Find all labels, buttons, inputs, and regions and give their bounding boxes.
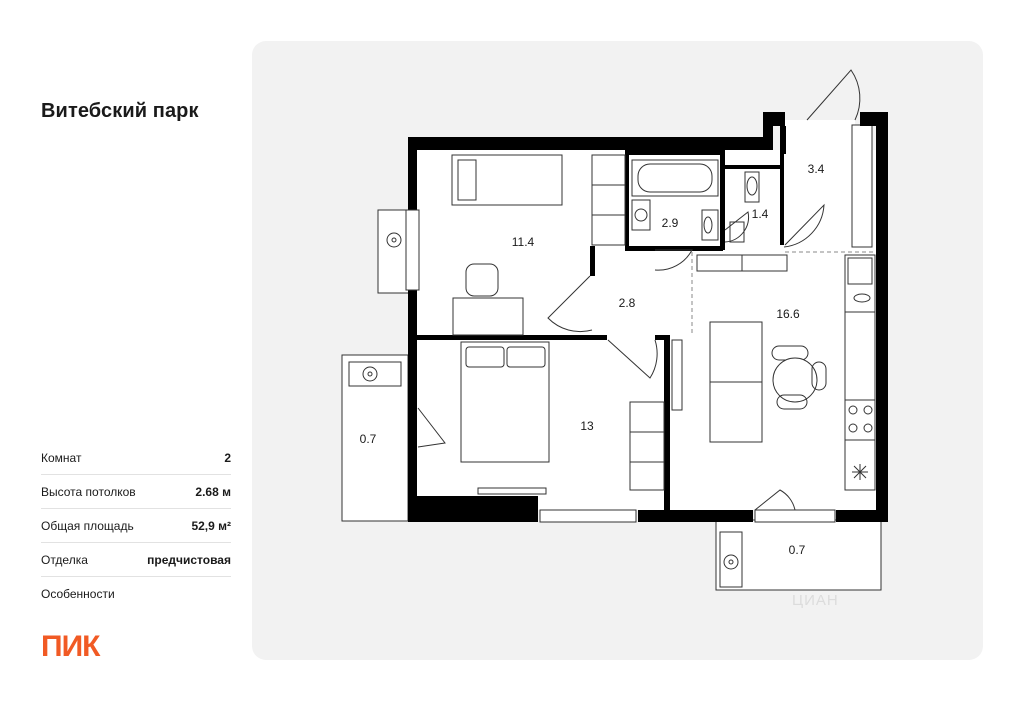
spec-label: Особенности bbox=[41, 586, 115, 601]
bedroom-large-furniture bbox=[460, 341, 665, 495]
room-area-entry: 3.4 bbox=[808, 162, 825, 176]
room-area-bathroom: 2.9 bbox=[662, 216, 679, 230]
kitchen-living-furniture bbox=[671, 254, 876, 491]
spec-value: 2 bbox=[224, 450, 231, 465]
room-area-hall: 2.8 bbox=[619, 296, 636, 310]
spec-label: Отделка bbox=[41, 552, 88, 567]
room-area-loggia-bottom: 0.7 bbox=[789, 543, 806, 557]
spec-rooms: Комнат 2 bbox=[41, 441, 231, 475]
pik-logo: ПИК bbox=[41, 630, 100, 663]
project-title: Витебский парк bbox=[41, 100, 199, 122]
spec-features: Особенности bbox=[41, 577, 231, 610]
spec-ceiling-height: Высота потолков 2.68 м bbox=[41, 475, 231, 509]
spec-value: предчистовая bbox=[147, 552, 231, 567]
room-area-bedroom-small: 11.4 bbox=[512, 235, 535, 249]
exterior-walls bbox=[408, 112, 888, 522]
spec-value: 2.68 м bbox=[195, 484, 231, 499]
specs-table: Комнат 2 Высота потолков 2.68 м Общая пл… bbox=[41, 441, 231, 610]
watermark: ЦИАН bbox=[792, 592, 839, 609]
spec-label: Общая площадь bbox=[41, 518, 134, 533]
loggia-bottom bbox=[715, 519, 882, 591]
room-area-toilet: 1.4 bbox=[752, 207, 769, 221]
spec-value: 52,9 м² bbox=[191, 518, 231, 533]
spec-label: Комнат bbox=[41, 450, 82, 465]
interior-walls bbox=[417, 150, 784, 510]
bedroom-small-furniture bbox=[451, 154, 626, 336]
spec-finish: Отделка предчистовая bbox=[41, 543, 231, 577]
entrance-door bbox=[806, 69, 861, 121]
bathroom-furniture bbox=[631, 159, 719, 241]
spec-total-area: Общая площадь 52,9 м² bbox=[41, 509, 231, 543]
room-area-kitchen-living: 16.6 bbox=[776, 307, 800, 321]
spec-label: Высота потолков bbox=[41, 484, 136, 499]
toilet-furniture bbox=[729, 171, 760, 243]
room-area-loggia-left: 0.7 bbox=[360, 432, 377, 446]
room-area-bedroom-large: 13 bbox=[580, 419, 594, 433]
